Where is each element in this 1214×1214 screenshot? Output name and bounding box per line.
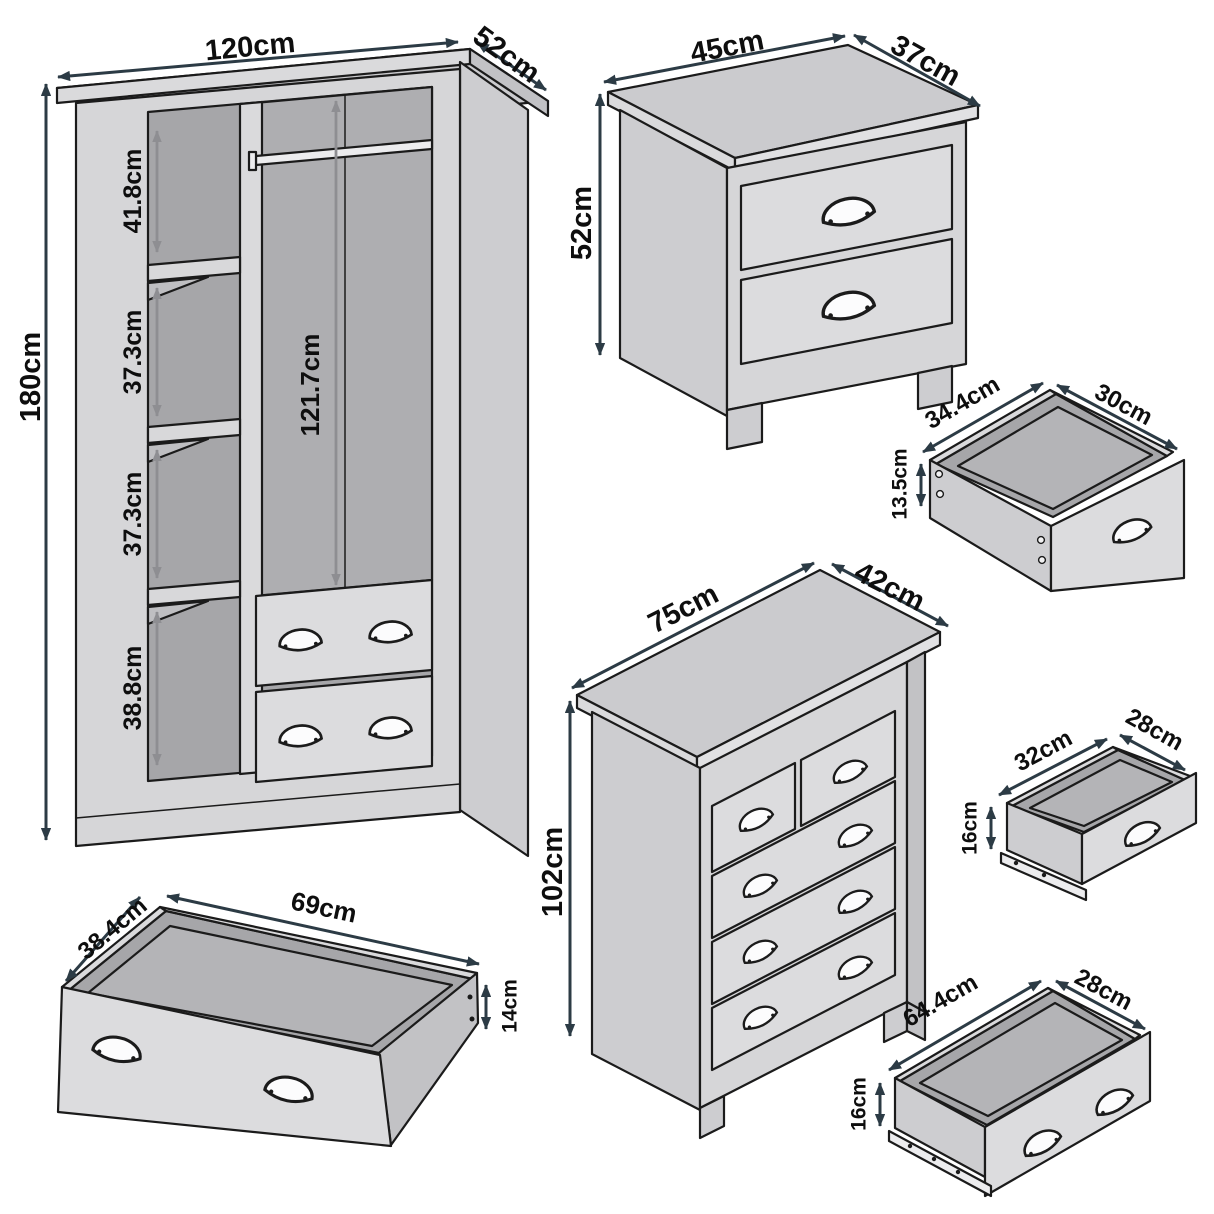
wardrobe-drawer-height-label: 14cm (498, 979, 521, 1033)
chest-drawer-front (710, 911, 897, 1072)
screw-icon (1013, 860, 1019, 866)
wardrobe-compartment-label: 37.3cm (119, 310, 147, 395)
chest-side-panel (590, 710, 702, 1112)
chest-large-drawer-depth-arrow (1055, 979, 1146, 1031)
chest-depth-arrow (831, 562, 949, 628)
bedside-drawer-depth-arrow (1056, 383, 1178, 451)
bedside-drawer-height-label: 13.5cm (888, 448, 911, 519)
screw-icon (907, 1143, 913, 1149)
screw-icon (934, 469, 944, 479)
wardrobe-compartment-label: 37.3cm (119, 472, 147, 557)
wardrobe-drawer-diagram: 69cm 38.4cm 14cm (56, 886, 521, 1148)
bedside-front-left-leg (725, 401, 764, 451)
screw-icon (1037, 555, 1047, 565)
wardrobe-side-panel (458, 60, 530, 858)
chest-small-drawer-diagram: 32cm 28cm 16cm (958, 703, 1198, 902)
wardrobe-shelf (146, 417, 242, 445)
chest-small-drawer-width-label: 32cm (1010, 724, 1077, 777)
screw-icon (935, 489, 945, 499)
wardrobe-shelf-underside (146, 599, 210, 626)
screw-icon (1041, 872, 1047, 878)
wardrobe-drawer-width-arrow (166, 893, 480, 967)
chest-right-return (905, 650, 927, 1014)
wardrobe-hanging-height-label: 121.7cm (295, 334, 325, 437)
screw-icon (955, 1169, 961, 1175)
chest-small-drawer-height-label: 16cm (958, 801, 981, 855)
chest-small-drawer-depth-label: 28cm (1121, 703, 1188, 756)
wardrobe-plinth-seam (75, 783, 461, 819)
drawer-front-panel (56, 985, 393, 1148)
screw-icon (1036, 535, 1046, 545)
chest-width-arrow (571, 561, 815, 690)
drawer-slide-rail (887, 1129, 993, 1198)
wardrobe-depth-arrow (476, 40, 547, 92)
chest-front-left-leg (698, 1094, 726, 1140)
chest-drawer-front (710, 779, 897, 940)
wardrobe-height-label: 180cm (15, 332, 47, 422)
bedside-width-arrow (603, 33, 846, 85)
screw-icon (931, 1156, 937, 1162)
wardrobe-drawer-width-label: 69cm (288, 886, 359, 929)
wardrobe-width-label: 120cm (204, 27, 297, 68)
chest-height-label: 102cm (537, 827, 569, 917)
wardrobe-compartment-label: 41.8cm (119, 149, 147, 234)
bedside-drawer-width-arrow (922, 381, 1044, 454)
bedside-depth-arrow (853, 33, 981, 108)
hanging-rail-bracket (247, 150, 258, 172)
wardrobe-compartment-label: 38.8cm (119, 646, 147, 731)
wardrobe-width-arrow (57, 37, 459, 82)
screw-icon (469, 1016, 475, 1022)
chest-small-drawer-width-arrow (998, 737, 1108, 797)
wardrobe-diagram: 120cm 52cm 180cm 41.8cm 37.3cm 37.3cm 38… (15, 20, 550, 858)
wardrobe-shelf (146, 579, 242, 607)
wardrobe-drawer-depth-arrow (64, 896, 142, 982)
wardrobe-internal-drawer (254, 674, 434, 784)
wardrobe-internal-drawer (254, 578, 434, 688)
screw-icon (467, 994, 473, 1000)
bedside-height-label: 52cm (566, 186, 598, 260)
chest-drawer-front (710, 845, 897, 1006)
wardrobe-shelf-underside (146, 437, 210, 464)
bedside-table-diagram: 45cm 37cm 52cm (566, 24, 981, 451)
bedside-drawer-diagram: 34.4cm 30cm 13.5cm (888, 371, 1186, 593)
chest-of-drawers-diagram: 75cm 42cm 102cm (537, 556, 949, 1140)
chest-large-drawer-width-arrow (888, 979, 1042, 1072)
chest-small-drawer-depth-arrow (1119, 733, 1186, 772)
wardrobe-shelf-underside (146, 275, 210, 302)
wardrobe-shelf (146, 255, 242, 283)
chest-large-drawer-height-label: 16cm (847, 1077, 870, 1131)
drawer-front-panel (1049, 458, 1186, 593)
